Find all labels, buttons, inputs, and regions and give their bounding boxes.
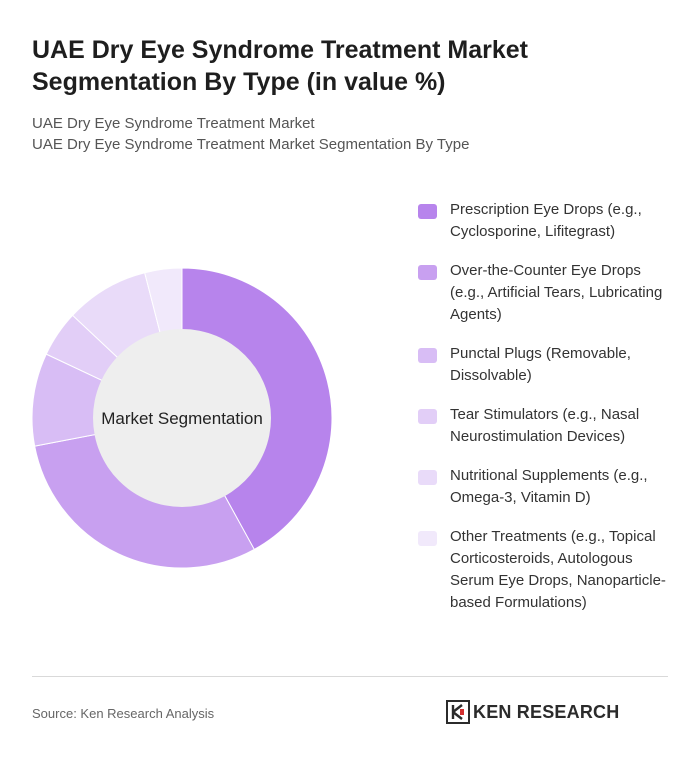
legend-label: Other Treatments (e.g., Topical Corticos… <box>450 528 666 611</box>
subtitle: UAE Dry Eye Syndrome Treatment Market UA… <box>32 113 469 155</box>
brand-name: KEN RESEARCH <box>473 701 620 722</box>
legend-label: Punctal Plugs (Removable, Dissolvable) <box>450 345 631 384</box>
center-label: Market Segmentation <box>101 409 263 428</box>
legend-item[interactable]: Punctal Plugs (Removable, Dissolvable) <box>418 343 678 387</box>
legend-item[interactable]: Over-the-Counter Eye Drops (e.g., Artifi… <box>418 260 678 326</box>
legend-swatch <box>418 531 437 546</box>
legend-label: Tear Stimulators (e.g., Nasal Neurostimu… <box>450 406 640 445</box>
subtitle-line: UAE Dry Eye Syndrome Treatment Market Se… <box>32 136 470 153</box>
legend-label: Over-the-Counter Eye Drops (e.g., Artifi… <box>450 262 663 323</box>
legend-swatch <box>418 348 437 363</box>
donut-center <box>93 329 271 507</box>
source-note: Source: Ken Research Analysis <box>32 706 215 721</box>
legend-swatch <box>418 470 437 485</box>
legend-item[interactable]: Prescription Eye Drops (e.g., Cyclospori… <box>418 199 678 243</box>
brand-logo: KEN RESEARCH <box>446 700 619 724</box>
legend-item[interactable]: Tear Stimulators (e.g., Nasal Neurostimu… <box>418 404 678 448</box>
legend-item[interactable]: Nutritional Supplements (e.g., Omega-3, … <box>418 465 678 509</box>
legend-swatch <box>418 204 437 219</box>
chart-title: UAE Dry Eye Syndrome Treatment Market Se… <box>32 36 529 96</box>
legend: Prescription Eye Drops (e.g., Cyclospori… <box>418 199 678 631</box>
legend-swatch <box>418 409 437 424</box>
footer-divider <box>32 676 668 677</box>
legend-label: Prescription Eye Drops (e.g., Cyclospori… <box>450 201 642 240</box>
legend-label: Nutritional Supplements (e.g., Omega-3, … <box>450 467 648 506</box>
legend-item[interactable]: Other Treatments (e.g., Topical Corticos… <box>418 526 678 614</box>
legend-swatch <box>418 265 437 280</box>
subtitle-line: UAE Dry Eye Syndrome Treatment Market <box>32 115 315 132</box>
ken-research-logo-icon <box>446 700 470 724</box>
donut-chart: Market Segmentation <box>31 267 333 569</box>
